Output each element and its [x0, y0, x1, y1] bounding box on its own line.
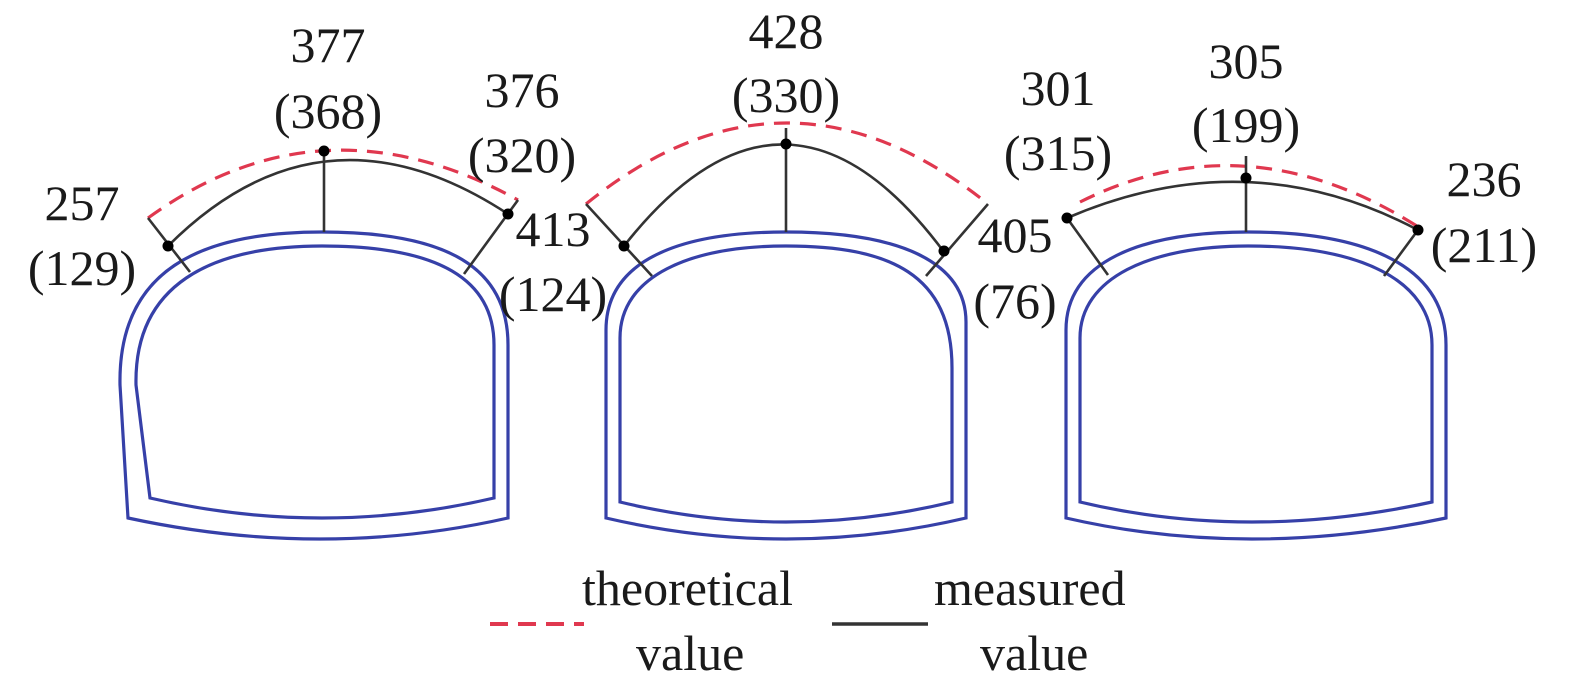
tunnel-inner-lining — [618, 244, 954, 524]
right-value-label: 236 — [1447, 151, 1522, 207]
right-paren-label: (320) — [468, 127, 576, 183]
tunnel-section-2: 413 (124) 428 (330) 405 (76) — [499, 3, 1057, 541]
measure-point-right — [1412, 224, 1424, 236]
tunnel-outer-lining — [1064, 230, 1448, 541]
radial-line-right — [1382, 229, 1420, 277]
crown-value-label: 305 — [1209, 33, 1284, 89]
crown-paren-label: (199) — [1192, 97, 1300, 153]
left-value-label: 301 — [1021, 60, 1096, 116]
left-value-label: 413 — [516, 201, 591, 257]
legend-label-measured-line2: value — [980, 625, 1088, 681]
radial-line-left — [1065, 217, 1110, 276]
right-value-label: 405 — [978, 207, 1053, 263]
crown-paren-label: (368) — [274, 83, 382, 139]
legend-item-measured: measured value — [832, 560, 1126, 681]
right-paren-label: (211) — [1431, 217, 1537, 273]
measure-point-left — [618, 240, 630, 252]
measure-point-crown — [318, 145, 330, 157]
left-value-label: 257 — [45, 175, 120, 231]
radial-line-left — [585, 203, 653, 277]
tunnel-inner-lining — [1078, 244, 1434, 524]
crown-value-label: 377 — [291, 17, 366, 73]
legend: theoretical value measured value — [490, 560, 1126, 681]
measured-curve — [622, 143, 946, 253]
left-paren-label: (129) — [28, 240, 136, 296]
measure-point-right — [502, 208, 514, 220]
tunnel-outer-lining — [118, 230, 510, 541]
right-value-label: 376 — [485, 62, 560, 118]
measure-point-left — [162, 240, 174, 252]
legend-label-measured-line1: measured — [934, 560, 1126, 616]
radial-line-right — [925, 203, 989, 277]
measure-point-right — [938, 245, 950, 257]
crown-paren-label: (330) — [732, 67, 840, 123]
measured-curve — [1066, 180, 1419, 232]
tunnel-outer-lining — [604, 230, 968, 541]
measure-point-crown — [1240, 172, 1252, 184]
theoretical-curve — [584, 121, 990, 206]
measure-point-crown — [780, 138, 792, 150]
crown-value-label: 428 — [749, 3, 824, 59]
measure-point-left — [1061, 212, 1073, 224]
legend-label-theoretical-line1: theoretical — [582, 560, 793, 616]
tunnel-inner-lining — [134, 244, 496, 520]
legend-item-theoretical: theoretical value — [490, 560, 793, 681]
tunnel-section-3: 301 (315) 305 (199) 236 (211) — [1004, 33, 1537, 541]
tunnel-section-1: 257 (129) 377 (368) 376 (320) — [28, 17, 576, 541]
left-paren-label: (124) — [499, 266, 607, 322]
legend-label-theoretical-line2: value — [636, 625, 744, 681]
left-paren-label: (315) — [1004, 125, 1112, 181]
measured-curve — [167, 158, 509, 247]
right-paren-label: (76) — [973, 273, 1056, 329]
